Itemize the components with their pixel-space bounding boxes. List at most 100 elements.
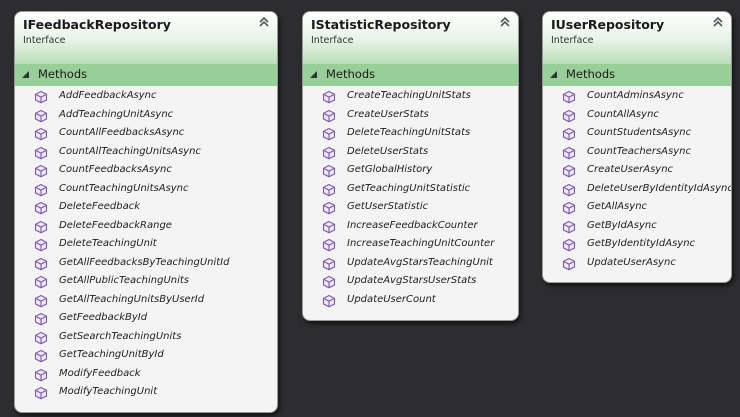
- method-cube-icon: [34, 220, 48, 233]
- method-item[interactable]: IncreaseTeachingUnitCounter: [303, 236, 518, 255]
- method-name: CreateTeachingUnitStats: [347, 90, 471, 101]
- method-item[interactable]: GetFeedbackById: [15, 310, 277, 329]
- method-cube-icon: [562, 201, 576, 215]
- method-item[interactable]: CountAdminsAsync: [543, 88, 731, 107]
- section-label: Methods: [566, 67, 616, 81]
- method-name: DeleteTeachingUnit: [59, 238, 157, 249]
- interface-card-istatisticrepository[interactable]: IStatisticRepository Interface Methods C…: [302, 11, 519, 321]
- method-item[interactable]: UpdateAvgStarsUserStats: [303, 273, 518, 292]
- method-item[interactable]: CreateUserAsync: [543, 162, 731, 181]
- method-item[interactable]: DeleteTeachingUnitStats: [303, 125, 518, 144]
- method-item[interactable]: GetSearchTeachingUnits: [15, 329, 277, 348]
- method-name: GetAllTeachingUnitsByUserId: [59, 293, 205, 305]
- method-item[interactable]: AddFeedbackAsync: [15, 88, 277, 107]
- interface-card-ifeedbackrepository[interactable]: IFeedbackRepository Interface Methods Ad…: [14, 11, 278, 413]
- method-cube-icon: [34, 294, 48, 307]
- method-name: UpdateAvgStarsTeachingUnit: [347, 256, 493, 268]
- method-item[interactable]: DeleteTeachingUnit: [15, 236, 277, 255]
- method-item[interactable]: GetAllPublicTeachingUnits: [15, 273, 277, 292]
- method-name: DeleteFeedbackRange: [59, 219, 172, 231]
- method-item[interactable]: UpdateAvgStarsTeachingUnit: [303, 255, 518, 274]
- method-name: CountStudentsAsync: [587, 127, 692, 138]
- method-cube-icon: [562, 257, 576, 270]
- method-item[interactable]: CountTeachersAsync: [543, 144, 731, 163]
- card-title: IFeedbackRepository: [23, 17, 171, 32]
- methods-section-header[interactable]: Methods: [15, 64, 277, 86]
- method-name: CountAdminsAsync: [587, 90, 684, 101]
- method-item[interactable]: GetByIdentityIdAsync: [543, 236, 731, 255]
- method-item[interactable]: GetUserStatistic: [303, 199, 518, 218]
- method-cube-icon: [34, 127, 48, 141]
- method-cube-icon: [322, 127, 336, 141]
- method-cube-icon: [34, 275, 48, 289]
- method-cube-icon: [34, 164, 48, 178]
- card-title: IUserRepository: [551, 17, 665, 32]
- method-cube-icon: [34, 386, 48, 400]
- double-chevron-up-icon[interactable]: [498, 15, 512, 29]
- methods-section-header[interactable]: Methods: [303, 64, 518, 86]
- method-item[interactable]: DeleteUserByIdentityIdAsync: [543, 181, 731, 200]
- method-name: GetFeedbackById: [59, 312, 148, 323]
- method-item[interactable]: ModifyFeedback: [15, 366, 277, 385]
- method-item[interactable]: GetAllTeachingUnitsByUserId: [15, 292, 277, 311]
- card-title: IStatisticRepository: [311, 17, 451, 32]
- method-item[interactable]: DeleteFeedback: [15, 199, 277, 218]
- triangle-expanded-icon[interactable]: [549, 70, 559, 80]
- interface-card-iuserrepository[interactable]: IUserRepository Interface Methods CountA…: [542, 11, 732, 283]
- method-item[interactable]: GetAllFeedbacksByTeachingUnitId: [15, 255, 277, 274]
- method-cube-icon: [562, 183, 576, 196]
- method-item[interactable]: CountFeedbacksAsync: [15, 162, 277, 181]
- method-item[interactable]: CountAllAsync: [543, 107, 731, 126]
- method-cube-icon: [34, 183, 48, 196]
- methods-section-header[interactable]: Methods: [543, 64, 731, 86]
- method-item[interactable]: DeleteUserStats: [303, 144, 518, 163]
- method-cube-icon: [322, 275, 336, 289]
- method-cube-icon: [34, 201, 48, 215]
- method-item[interactable]: GetTeachingUnitStatistic: [303, 181, 518, 200]
- method-name: GetTeachingUnitStatistic: [347, 182, 471, 194]
- method-item[interactable]: IncreaseFeedbackCounter: [303, 218, 518, 237]
- method-cube-icon: [322, 146, 336, 159]
- card-header[interactable]: IUserRepository Interface: [543, 12, 731, 64]
- method-name: GetGlobalHistory: [347, 164, 433, 175]
- method-item[interactable]: GetGlobalHistory: [303, 162, 518, 181]
- method-name: CountFeedbacksAsync: [59, 164, 172, 175]
- triangle-expanded-icon[interactable]: [309, 70, 319, 80]
- card-header[interactable]: IStatisticRepository Interface: [303, 12, 518, 64]
- method-cube-icon: [322, 220, 336, 233]
- method-item[interactable]: GetAllAsync: [543, 199, 731, 218]
- method-name: DeleteUserByIdentityIdAsync: [587, 182, 732, 194]
- method-name: GetUserStatistic: [347, 201, 429, 212]
- method-item[interactable]: CountStudentsAsync: [543, 125, 731, 144]
- card-header[interactable]: IFeedbackRepository Interface: [15, 12, 277, 64]
- method-item[interactable]: CreateUserStats: [303, 107, 518, 126]
- method-item[interactable]: ModifyTeachingUnit: [15, 384, 277, 403]
- section-label: Methods: [38, 67, 88, 81]
- method-item[interactable]: GetTeachingUnitById: [15, 347, 277, 366]
- method-item[interactable]: DeleteFeedbackRange: [15, 218, 277, 237]
- card-kind: Interface: [551, 35, 594, 46]
- method-cube-icon: [34, 90, 48, 104]
- method-cube-icon: [322, 183, 336, 196]
- method-name: AddTeachingUnitAsync: [59, 108, 174, 120]
- double-chevron-up-icon[interactable]: [711, 15, 725, 29]
- triangle-expanded-icon[interactable]: [21, 70, 31, 80]
- double-chevron-up-icon[interactable]: [257, 15, 271, 29]
- method-item[interactable]: GetByIdAsync: [543, 218, 731, 237]
- method-cube-icon: [562, 238, 576, 252]
- method-item[interactable]: UpdateUserCount: [303, 292, 518, 311]
- method-cube-icon: [34, 349, 48, 363]
- method-name: UpdateUserCount: [347, 293, 436, 305]
- method-item[interactable]: CreateTeachingUnitStats: [303, 88, 518, 107]
- method-cube-icon: [34, 109, 48, 122]
- method-item[interactable]: CountAllTeachingUnitsAsync: [15, 144, 277, 163]
- method-name: ModifyFeedback: [59, 367, 141, 379]
- method-item[interactable]: CountAllFeedbacksAsync: [15, 125, 277, 144]
- method-cube-icon: [34, 312, 48, 326]
- method-item[interactable]: CountTeachingUnitsAsync: [15, 181, 277, 200]
- method-item[interactable]: UpdateUserAsync: [543, 255, 731, 274]
- method-item[interactable]: AddTeachingUnitAsync: [15, 107, 277, 126]
